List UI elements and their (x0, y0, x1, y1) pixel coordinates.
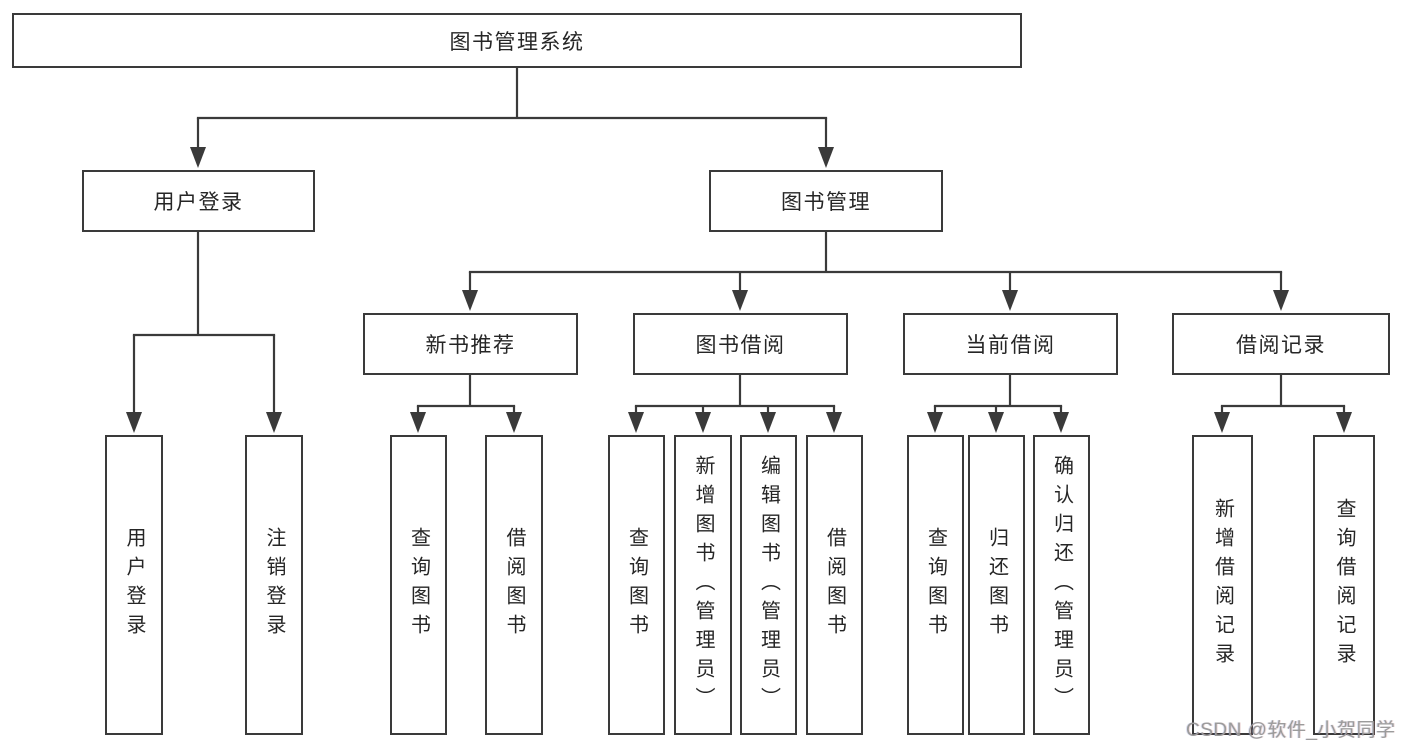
arrow-down-icon (988, 412, 1004, 433)
arrow-down-icon (410, 412, 426, 433)
arrowheads (126, 118, 1352, 433)
leaf-current-query-books-label: 查询图书 (924, 527, 947, 643)
node-root: 图书管理系统 (12, 13, 1022, 68)
connector-records-to-leaves (1220, 373, 1346, 408)
leaf-user-login-label: 用户登录 (123, 527, 145, 643)
arrow-down-icon (1336, 412, 1352, 433)
connector-root-to-level2 (196, 66, 828, 120)
leaf-borrow-borrow-books: 借阅图书 (806, 435, 863, 735)
leaf-logout: 注销登录 (245, 435, 303, 735)
node-root-label: 图书管理系统 (449, 30, 585, 54)
arrow-down-icon (266, 412, 282, 433)
node-user-login-label: 用户登录 (153, 191, 244, 214)
node-new-book-recommend-label: 新书推荐 (425, 334, 516, 357)
leaf-current-confirm-return-admin: 确认归还（管理员） (1033, 435, 1090, 735)
leaf-recommend-borrow-books: 借阅图书 (485, 435, 543, 735)
arrow-down-icon (1273, 290, 1289, 311)
leaf-borrow-query-books: 查询图书 (608, 435, 665, 735)
arrow-down-icon (826, 412, 842, 433)
node-user-login: 用户登录 (82, 170, 315, 232)
leaf-records-add-record: 新增借阅记录 (1192, 435, 1253, 735)
leaf-current-return-books-label: 归还图书 (985, 527, 1008, 643)
connector-userlogin-to-leaves (132, 231, 276, 337)
arrow-down-icon (190, 147, 206, 168)
leaf-borrow-add-books-admin: 新增图书（管理员） (674, 435, 732, 735)
leaf-borrow-edit-books-admin-label: 编辑图书（管理员） (757, 454, 780, 716)
leaf-user-login: 用户登录 (105, 435, 163, 735)
node-book-management-label: 图书管理 (781, 191, 871, 214)
leaf-borrow-borrow-books-label: 借阅图书 (823, 527, 846, 643)
node-book-borrow-label: 图书借阅 (695, 334, 786, 357)
node-borrow-records: 借阅记录 (1172, 313, 1390, 375)
node-current-borrow-label: 当前借阅 (965, 334, 1056, 357)
arrow-down-icon (1002, 290, 1018, 311)
leaf-recommend-query-books-label: 查询图书 (407, 527, 430, 643)
arrow-down-icon (1214, 412, 1230, 433)
connector-bookmgmt-to-level3 (468, 231, 1283, 274)
leaf-current-return-books: 归还图书 (968, 435, 1025, 735)
leaf-borrow-edit-books-admin: 编辑图书（管理员） (740, 435, 797, 735)
leaf-current-query-books: 查询图书 (907, 435, 964, 735)
arrow-down-icon (927, 412, 943, 433)
connector-bookborrow-to-leaves (634, 373, 836, 408)
connector-newbook-to-leaves (416, 373, 516, 408)
leaf-records-query-record: 查询借阅记录 (1313, 435, 1375, 735)
connector-currentborrow-to-leaves (933, 373, 1063, 408)
node-borrow-records-label: 借阅记录 (1236, 334, 1326, 357)
arrow-down-icon (462, 290, 478, 311)
node-book-borrow: 图书借阅 (633, 313, 848, 375)
leaf-recommend-query-books: 查询图书 (390, 435, 447, 735)
watermark-text: CSDN @软件_小贺同学 (1186, 720, 1396, 741)
leaf-recommend-borrow-books-label: 借阅图书 (503, 527, 525, 643)
arrow-down-icon (818, 147, 834, 168)
leaf-borrow-add-books-admin-label: 新增图书（管理员） (692, 454, 714, 716)
leaf-records-add-record-label: 新增借阅记录 (1211, 498, 1234, 672)
arrow-down-icon (126, 412, 142, 433)
node-new-book-recommend: 新书推荐 (363, 313, 578, 375)
arrow-down-icon (732, 290, 748, 311)
leaf-records-query-record-label: 查询借阅记录 (1333, 498, 1355, 672)
leaf-current-confirm-return-admin-label: 确认归还（管理员） (1050, 454, 1073, 716)
arrow-down-icon (1053, 412, 1069, 433)
node-current-borrow: 当前借阅 (903, 313, 1118, 375)
arrow-down-icon (695, 412, 711, 433)
leaf-logout-label: 注销登录 (263, 527, 285, 643)
arrow-down-icon (760, 412, 776, 433)
arrow-down-icon (506, 412, 522, 433)
node-book-management: 图书管理 (709, 170, 943, 232)
leaf-borrow-query-books-label: 查询图书 (625, 527, 648, 643)
arrow-down-icon (628, 412, 644, 433)
